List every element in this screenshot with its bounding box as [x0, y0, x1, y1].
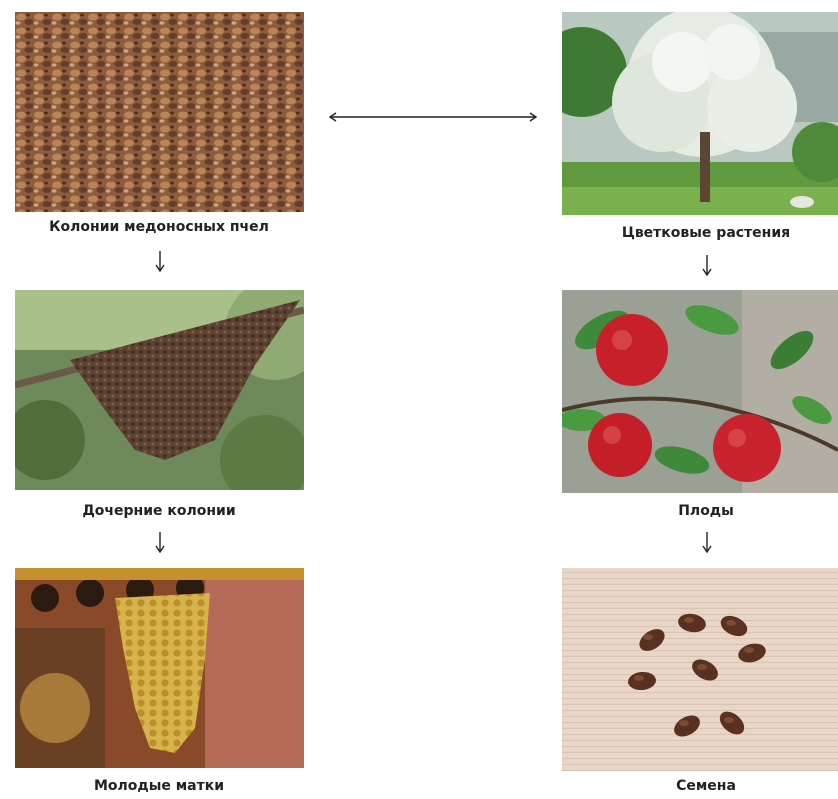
- caption-young-queens: Молодые матки: [94, 778, 224, 794]
- down-arrow-icon: [154, 251, 166, 273]
- caption-fruits: Плоды: [678, 503, 734, 519]
- down-arrow-icon: [701, 255, 713, 277]
- flowering-tree-photo: [562, 12, 838, 215]
- caption-honeybee-colonies: Колонии медоносных пчел: [49, 219, 269, 235]
- honeybee-colony-photo: [15, 12, 304, 212]
- down-arrow-icon: [154, 532, 166, 554]
- apples-photo: [562, 290, 838, 493]
- queen-cell-photo: [15, 568, 304, 768]
- caption-seeds: Семена: [676, 778, 736, 794]
- caption-flowering-plants: Цветковые растения: [622, 225, 790, 241]
- down-arrow-icon: [701, 532, 713, 554]
- apple-seeds-photo: [562, 568, 838, 771]
- bidirectional-arrow-icon: [328, 110, 538, 124]
- caption-daughter-colonies: Дочерние колонии: [82, 503, 235, 519]
- bee-swarm-photo: [15, 290, 304, 490]
